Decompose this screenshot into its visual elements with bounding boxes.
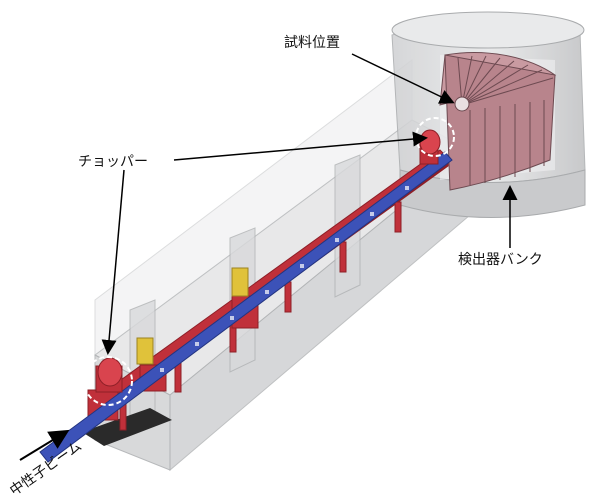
beam-guide xyxy=(39,151,453,463)
detector-bank xyxy=(439,52,557,191)
yellow-choppers xyxy=(136,267,249,365)
label-chopper: チョッパー xyxy=(78,154,148,170)
label-sample-position: 試料位置 xyxy=(284,35,340,51)
chopper-near-source xyxy=(83,356,133,406)
label-detector-bank: 検出器バンク xyxy=(458,252,543,268)
